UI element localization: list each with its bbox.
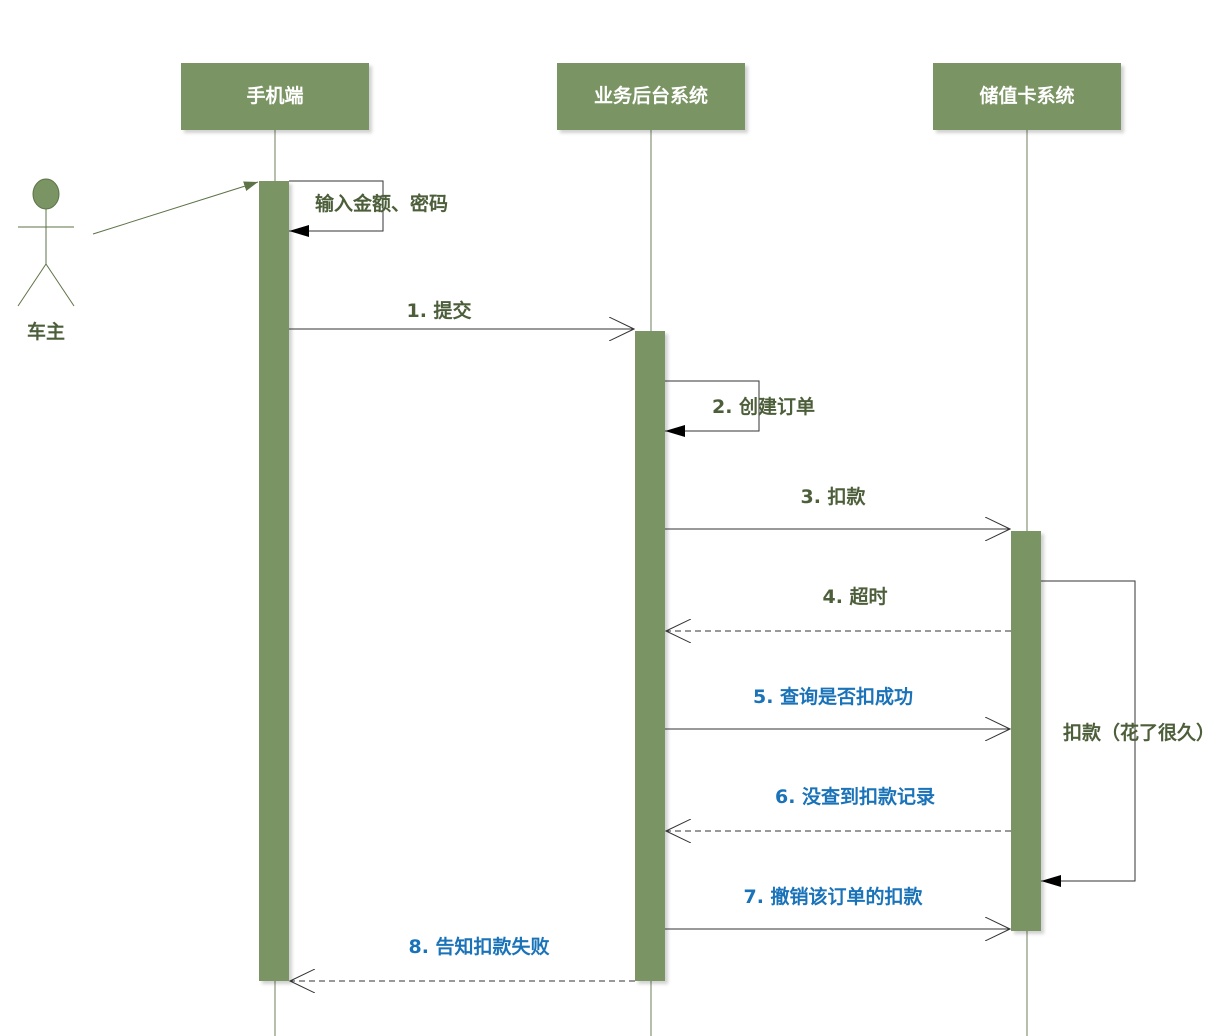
message-5-label: 5. 查询是否扣成功 xyxy=(753,685,913,708)
self-message-input-label: 输入金额、密码 xyxy=(315,192,448,215)
message-1-submit: 1. 提交 xyxy=(289,299,634,329)
actor-car-owner: 车主 xyxy=(17,178,75,343)
actor-head xyxy=(32,178,60,210)
participant-card-system: 储值卡系统 xyxy=(933,63,1121,130)
message-4-label: 4. 超时 xyxy=(822,585,887,608)
message-8-label: 8. 告知扣款失败 xyxy=(408,935,549,958)
message-1-label: 1. 提交 xyxy=(406,299,471,322)
self-message-input: 输入金额、密码 xyxy=(289,180,448,237)
message-4-timeout: 4. 超时 xyxy=(666,585,1011,631)
message-8-notify-failure: 8. 告知扣款失败 xyxy=(290,935,635,981)
activation-backend xyxy=(635,331,665,981)
message-3-label: 3. 扣款 xyxy=(800,485,866,508)
self-message-create-order: 2. 创建订单 xyxy=(665,380,815,437)
self-message-long-deduct-label: 扣款（花了很久） xyxy=(1063,721,1215,744)
participant-mobile: 手机端 xyxy=(181,63,369,130)
message-7-label: 7. 撤销该订单的扣款 xyxy=(743,885,923,908)
participant-backend: 业务后台系统 xyxy=(557,63,745,130)
self-message-create-order-label: 2. 创建订单 xyxy=(712,395,815,418)
participant-card-system-label: 储值卡系统 xyxy=(979,84,1074,107)
activation-card-system xyxy=(1011,531,1041,931)
participant-mobile-label: 手机端 xyxy=(246,84,303,107)
message-3-deduct: 3. 扣款 xyxy=(665,485,1010,529)
message-6-not-found: 6. 没查到扣款记录 xyxy=(666,785,1011,831)
participant-backend-label: 业务后台系统 xyxy=(594,84,708,107)
actor-label: 车主 xyxy=(27,320,65,343)
message-5-query: 5. 查询是否扣成功 xyxy=(665,685,1010,729)
self-message-long-deduct: 扣款（花了很久） xyxy=(1041,580,1215,887)
actor-to-mobile-arrow xyxy=(92,181,259,235)
message-7-cancel: 7. 撤销该订单的扣款 xyxy=(665,885,1010,929)
message-6-label: 6. 没查到扣款记录 xyxy=(775,785,935,808)
activation-mobile xyxy=(259,181,289,981)
